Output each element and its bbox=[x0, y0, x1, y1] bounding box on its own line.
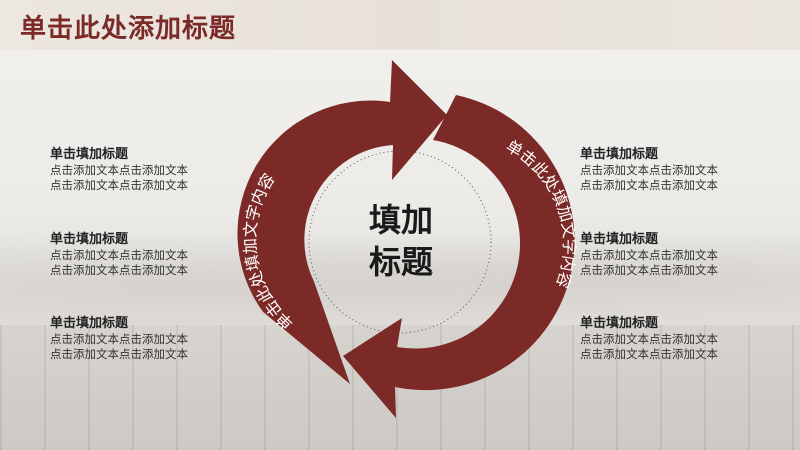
block-text-line: 点击添加文本点击添加文本 bbox=[50, 248, 188, 262]
left-text-block-3[interactable]: 单击填加标题 点击添加文本点击添加文本 点击添加文本点击添加文本 bbox=[50, 316, 220, 362]
right-text-block-2[interactable]: 单击填加标题 点击添加文本点击添加文本 点击添加文本点击添加文本 bbox=[580, 232, 750, 278]
center-title-line-2[interactable]: 标题 bbox=[369, 243, 433, 281]
right-text-block-1[interactable]: 单击填加标题 点击添加文本点击添加文本 点击添加文本点击添加文本 bbox=[580, 147, 750, 193]
page-title[interactable]: 单击此处添加标题 bbox=[20, 14, 237, 44]
block-text-line: 点击添加文本点击添加文本 bbox=[580, 263, 718, 277]
block-text-line: 点击添加文本点击添加文本 bbox=[50, 263, 188, 277]
block-heading: 单击填加标题 bbox=[50, 232, 129, 247]
header-bar: 单击此处添加标题 bbox=[0, 0, 800, 50]
block-text-line: 点击添加文本点击添加文本 bbox=[580, 178, 718, 192]
right-cycle-arrow[interactable] bbox=[343, 95, 575, 418]
block-text-line: 点击添加文本点击添加文本 bbox=[580, 347, 718, 361]
block-heading: 单击填加标题 bbox=[50, 316, 129, 331]
left-text-block-2[interactable]: 单击填加标题 点击添加文本点击添加文本 点击添加文本点击添加文本 bbox=[50, 232, 220, 278]
block-text-line: 点击添加文本点击添加文本 bbox=[50, 332, 188, 346]
block-heading: 单击填加标题 bbox=[580, 147, 659, 162]
block-heading: 单击填加标题 bbox=[580, 316, 659, 331]
center-title-line-1[interactable]: 填加 bbox=[369, 201, 433, 239]
block-text-line: 点击添加文本点击添加文本 bbox=[50, 347, 188, 361]
left-cycle-arrow[interactable] bbox=[237, 60, 447, 384]
block-text-line: 点击添加文本点击添加文本 bbox=[50, 163, 188, 177]
block-text-line: 点击添加文本点击添加文本 bbox=[580, 332, 718, 346]
right-text-block-3[interactable]: 单击填加标题 点击添加文本点击添加文本 点击添加文本点击添加文本 bbox=[580, 316, 750, 362]
left-text-block-1[interactable]: 单击填加标题 点击添加文本点击添加文本 点击添加文本点击添加文本 bbox=[50, 147, 220, 193]
block-heading: 单击填加标题 bbox=[50, 147, 129, 162]
block-text-line: 点击添加文本点击添加文本 bbox=[50, 178, 188, 192]
background-mist bbox=[0, 220, 800, 330]
block-heading: 单击填加标题 bbox=[580, 232, 659, 247]
block-text-line: 点击添加文本点击添加文本 bbox=[580, 163, 718, 177]
block-text-line: 点击添加文本点击添加文本 bbox=[580, 248, 718, 262]
inner-dotted-circle bbox=[308, 150, 492, 334]
